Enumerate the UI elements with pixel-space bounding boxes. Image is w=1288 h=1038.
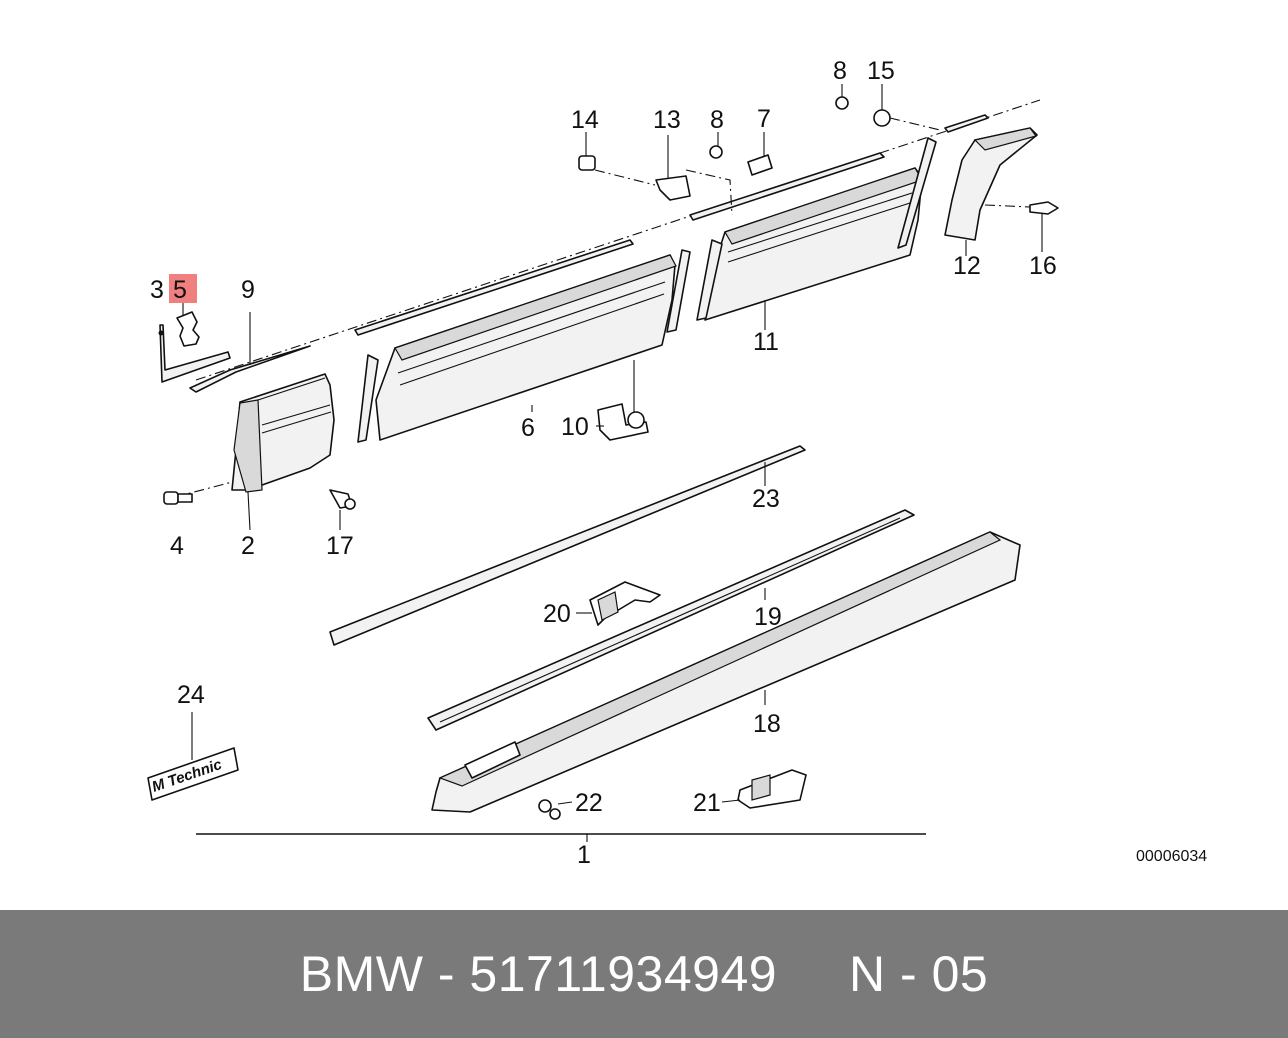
bracket-part-21: [737, 769, 807, 809]
callout-13: 13: [653, 106, 681, 134]
callout-10: 10: [561, 413, 589, 441]
clip-part-8b: [835, 84, 849, 110]
clip-part-5: [176, 302, 200, 347]
clip-part-10: [597, 360, 649, 441]
parts-diagram: .ln { fill: none; stroke: #111; stroke-w…: [147, 57, 1208, 869]
clip-part-13: [594, 135, 733, 216]
clip-part-22: [538, 799, 561, 820]
callout-14: 14: [571, 106, 599, 134]
emblem-part-24: M Technic: [147, 712, 239, 801]
callout-2: 2: [241, 532, 255, 560]
clip-part-8a: [709, 132, 723, 159]
clip-part-17: [329, 489, 356, 530]
callout-8a: 8: [710, 106, 724, 134]
bracket-part-20: [589, 581, 661, 626]
wheel-arch-trim-part-12: [944, 114, 1038, 256]
clip-part-14: [578, 132, 596, 171]
callout-3: 3: [150, 276, 164, 304]
part-number-caption: BMW - 51711934949 N - 05: [299, 946, 989, 1002]
bracket-part-3: [158, 324, 231, 383]
assembly-line-part-1: [196, 833, 926, 842]
callout-5-highlight: [169, 274, 197, 303]
callout-21: 21: [693, 789, 721, 817]
callout-1: 1: [577, 841, 591, 869]
footer-bar: BMW - 51711934949 N - 05: [0, 910, 1288, 1038]
callout-labels: 1 2 3 4 5 6 7 8 8 9 10 11 12 13 14 15 16…: [150, 57, 1057, 869]
clip-part-7: [747, 132, 773, 176]
callout-6: 6: [521, 414, 535, 442]
callout-18: 18: [753, 710, 781, 738]
drawing-number: 00006034: [1136, 848, 1207, 865]
sill-seal-part-19: [427, 509, 915, 731]
front-moulding-part-2: [231, 373, 335, 531]
callout-17: 17: [326, 532, 354, 560]
callout-5: 5: [173, 276, 187, 304]
trim-strip-part-9: [189, 312, 311, 393]
callout-4: 4: [170, 532, 184, 560]
callout-15: 15: [867, 57, 895, 85]
callout-8b: 8: [833, 57, 847, 85]
callout-19: 19: [754, 603, 782, 631]
callout-9: 9: [241, 276, 255, 304]
callout-11: 11: [753, 328, 779, 356]
rear-door-moulding-part-11: [689, 137, 937, 330]
callout-12: 12: [953, 252, 981, 280]
callout-16: 16: [1029, 252, 1057, 280]
sill-strip-part-23: [329, 445, 806, 646]
callout-23: 23: [752, 485, 780, 513]
callout-7: 7: [757, 105, 771, 133]
screw-part-16: [984, 201, 1059, 252]
callout-20: 20: [543, 600, 571, 628]
clip-part-15: [873, 84, 941, 131]
callout-22: 22: [575, 789, 603, 817]
screw-part-4: [163, 491, 193, 505]
rocker-panel-part-18: [431, 531, 1021, 813]
door-moulding-part-6: [354, 239, 691, 443]
callout-24: 24: [177, 681, 205, 709]
